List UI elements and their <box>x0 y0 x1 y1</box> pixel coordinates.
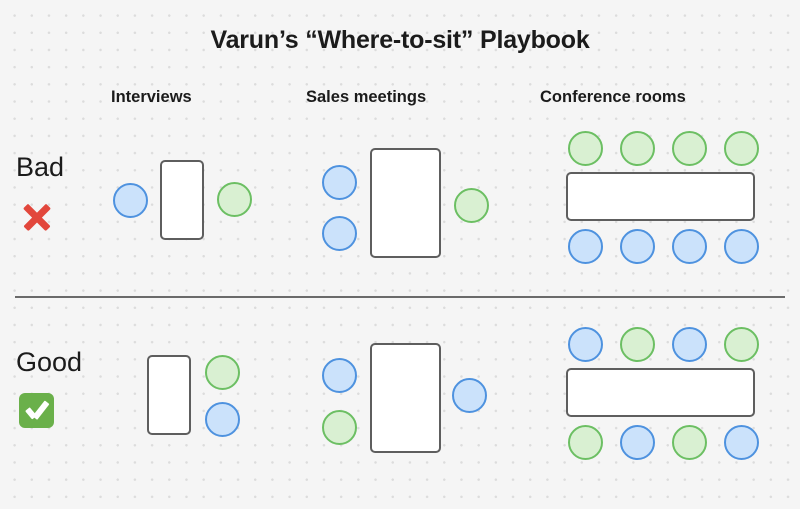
seat-bad-interviews-blue <box>113 183 148 218</box>
cross-mark-icon <box>20 200 54 234</box>
seat-good-interviews-green <box>205 355 240 390</box>
seat-good-conference-top-4 <box>724 327 759 362</box>
seat-bad-conference-bottom-3 <box>672 229 707 264</box>
column-header-conference-rooms: Conference rooms <box>540 88 686 106</box>
seat-bad-sales-blue-2 <box>322 216 357 251</box>
seat-bad-conference-bottom-4 <box>724 229 759 264</box>
table-bad-sales-meetings <box>370 148 441 258</box>
check-mark-icon <box>19 393 54 428</box>
table-good-interviews <box>147 355 191 435</box>
seat-bad-sales-green-1 <box>454 188 489 223</box>
seat-good-conference-bottom-4 <box>724 425 759 460</box>
seat-good-conference-bottom-3 <box>672 425 707 460</box>
page-title: Varun’s “Where-to-sit” Playbook <box>210 26 590 54</box>
seat-bad-conference-top-1 <box>568 131 603 166</box>
seat-good-conference-top-3 <box>672 327 707 362</box>
table-bad-conference-rooms <box>566 172 755 221</box>
table-good-conference-rooms <box>566 368 755 417</box>
seat-good-sales-blue-2 <box>452 378 487 413</box>
seat-bad-conference-top-4 <box>724 131 759 166</box>
seat-bad-conference-top-3 <box>672 131 707 166</box>
seat-good-sales-blue-1 <box>322 358 357 393</box>
column-header-sales-meetings: Sales meetings <box>306 88 427 106</box>
seat-good-sales-green-1 <box>322 410 357 445</box>
seat-good-conference-top-2 <box>620 327 655 362</box>
seat-bad-conference-bottom-2 <box>620 229 655 264</box>
seat-bad-interviews-green <box>217 182 252 217</box>
seat-bad-conference-top-2 <box>620 131 655 166</box>
seat-good-conference-top-1 <box>568 327 603 362</box>
row-label-good: Good <box>16 347 83 377</box>
row-divider <box>15 296 785 298</box>
seat-good-conference-bottom-2 <box>620 425 655 460</box>
table-bad-interviews <box>160 160 204 240</box>
table-good-sales-meetings <box>370 343 441 453</box>
seat-good-interviews-blue <box>205 402 240 437</box>
row-label-bad: Bad <box>16 152 65 182</box>
seat-bad-sales-blue-1 <box>322 165 357 200</box>
seat-bad-conference-bottom-1 <box>568 229 603 264</box>
column-header-interviews: Interviews <box>111 88 192 106</box>
seat-good-conference-bottom-1 <box>568 425 603 460</box>
